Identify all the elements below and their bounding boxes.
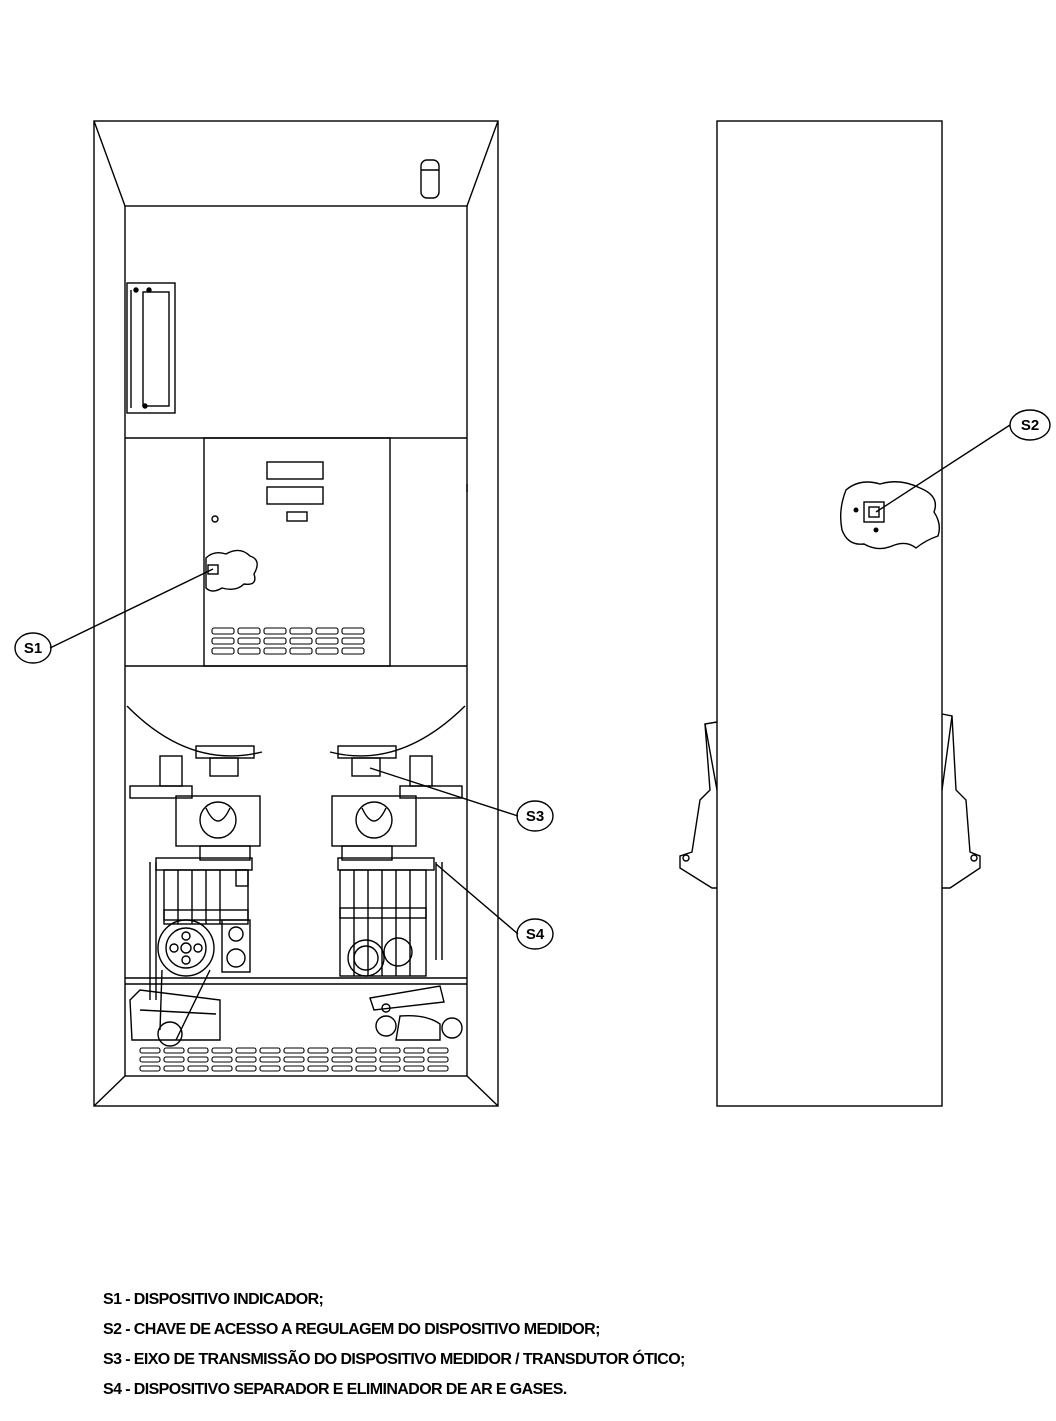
left-meter-assembly bbox=[129, 745, 261, 1047]
indicator-panel bbox=[203, 437, 468, 667]
bottom-vent-grille bbox=[139, 1047, 449, 1072]
front-view bbox=[93, 120, 499, 1107]
legend-item-s1: S1 - DISPOSITIVO INDICADOR; bbox=[103, 1291, 324, 1308]
legend-item-s2: S2 - CHAVE DE ACESSO A REGULAGEM DO DISP… bbox=[103, 1321, 600, 1338]
callout-s2-label: S2 bbox=[1021, 417, 1039, 434]
callout-s1-label: S1 bbox=[24, 640, 42, 657]
callout-circles bbox=[14, 409, 1051, 950]
side-view bbox=[679, 120, 981, 1107]
right-meter-assembly bbox=[331, 745, 463, 1041]
top-cylinder bbox=[420, 159, 440, 199]
callout-s3-label: S3 bbox=[526, 808, 544, 825]
legend: S1 - DISPOSITIVO INDICADOR; S2 - CHAVE D… bbox=[103, 1285, 685, 1405]
door-handle bbox=[126, 282, 176, 414]
callout-s4-label: S4 bbox=[526, 926, 545, 943]
legend-item-s3: S3 - EIXO DE TRANSMISSÃO DO DISPOSITIVO … bbox=[103, 1351, 685, 1368]
callout-leaders bbox=[49, 424, 1011, 935]
legend-item-s4: S4 - DISPOSITIVO SEPARADOR E ELIMINADOR … bbox=[103, 1381, 567, 1398]
